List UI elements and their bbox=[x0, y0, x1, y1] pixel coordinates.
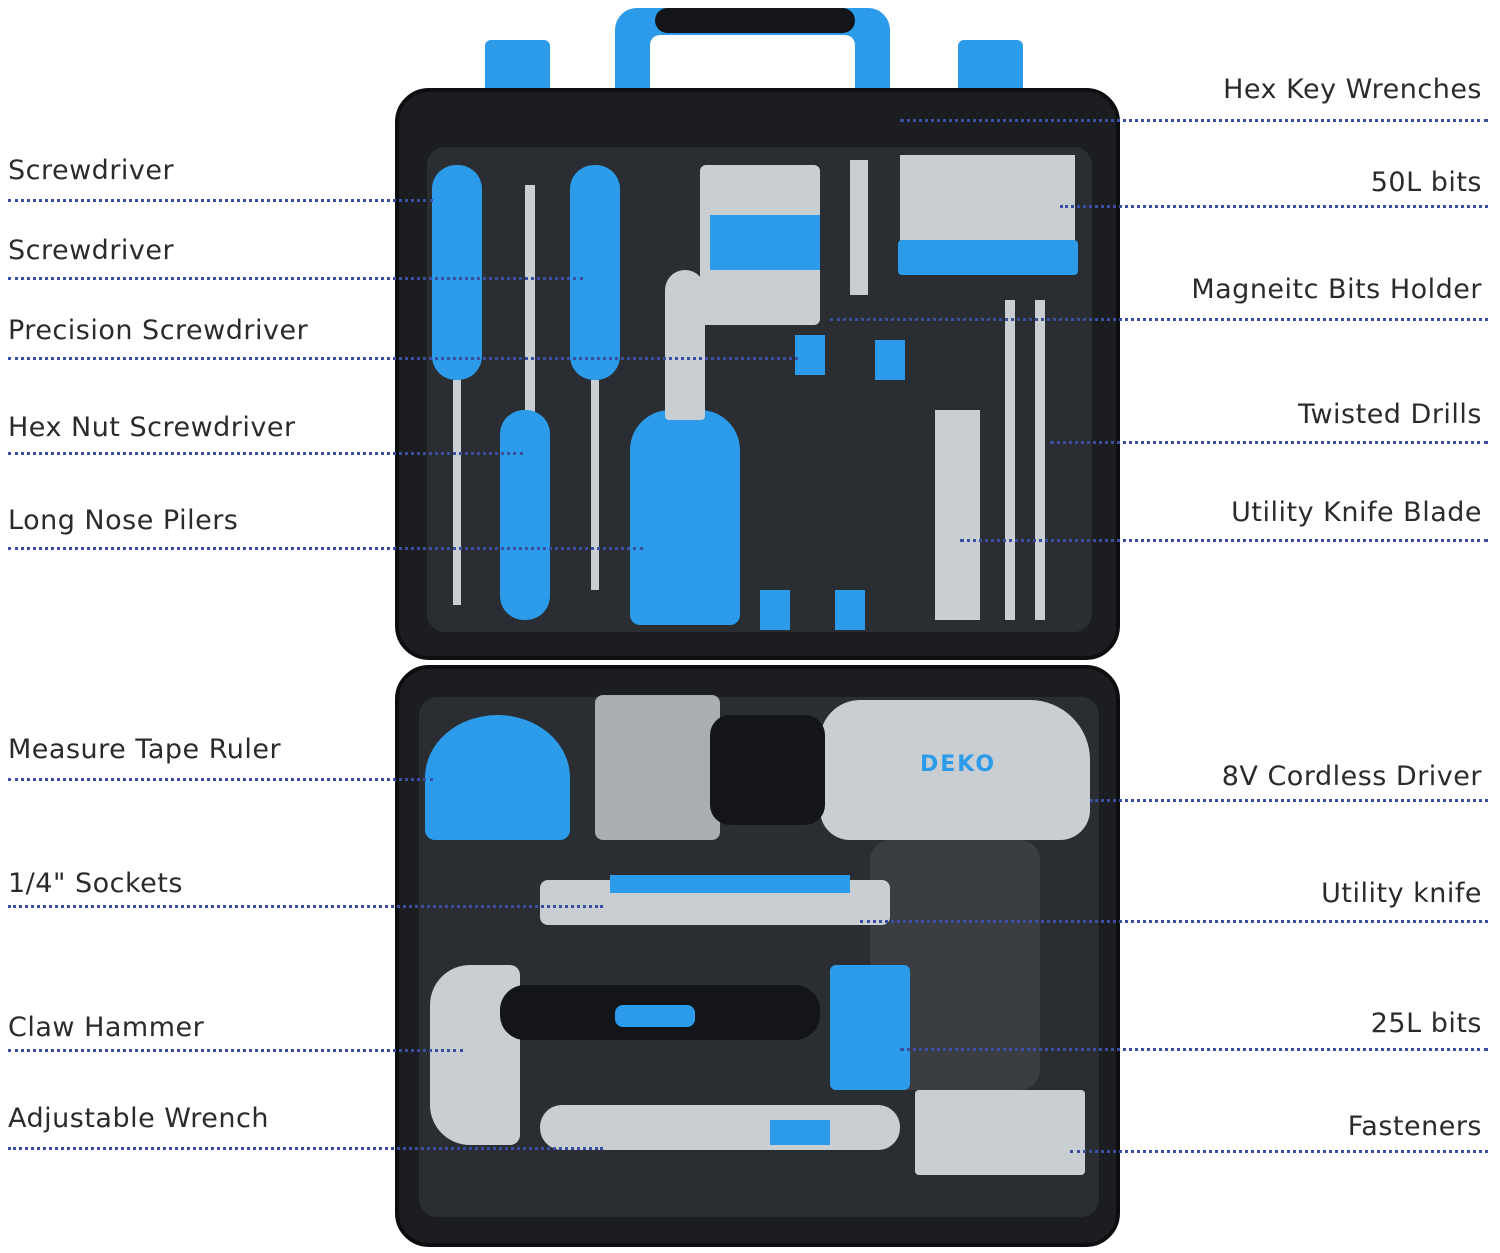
screwdriver-2 bbox=[570, 165, 620, 380]
screwdriver-1 bbox=[432, 165, 482, 380]
label-utility-knife: Utility knife bbox=[1321, 878, 1482, 909]
long-nose-pliers bbox=[630, 410, 740, 625]
utility-knife-blade bbox=[935, 410, 980, 620]
label-hex-key-wrenches: Hex Key Wrenches bbox=[1223, 74, 1482, 105]
label-cordless-driver: 8V Cordless Driver bbox=[1221, 761, 1482, 792]
sockets bbox=[595, 695, 720, 840]
label-50l-bits: 50L bits bbox=[1370, 167, 1482, 198]
twisted-drills bbox=[1005, 300, 1015, 620]
hex-nut-screwdriver bbox=[500, 410, 550, 620]
label-hex-nut-screwdriver: Hex Nut Screwdriver bbox=[8, 412, 296, 443]
cordless-driver bbox=[820, 700, 1090, 840]
label-sockets: 1/4" Sockets bbox=[8, 868, 183, 899]
label-claw-hammer: Claw Hammer bbox=[8, 1012, 205, 1043]
adjustable-wrench bbox=[540, 1105, 900, 1150]
label-utility-knife-blade: Utility Knife Blade bbox=[1231, 497, 1482, 528]
label-fasteners: Fasteners bbox=[1347, 1111, 1482, 1142]
label-measure-tape-ruler: Measure Tape Ruler bbox=[8, 734, 282, 765]
brand-logo: DEKO bbox=[920, 752, 997, 777]
label-adjustable-wrench: Adjustable Wrench bbox=[8, 1103, 269, 1134]
25l-bits bbox=[830, 965, 910, 1090]
magnetic-bits-holder bbox=[898, 240, 1078, 275]
label-precision-screwdriver: Precision Screwdriver bbox=[8, 315, 309, 346]
label-magnetic-bits-holder: Magneitc Bits Holder bbox=[1191, 274, 1482, 305]
label-screwdriver: Screwdriver bbox=[8, 155, 175, 186]
50l-bits bbox=[900, 155, 1075, 245]
label-long-nose-pliers: Long Nose Pilers bbox=[8, 505, 239, 536]
measure-tape-ruler bbox=[425, 715, 570, 840]
precision-screwdriver bbox=[525, 185, 535, 415]
label-twisted-drills: Twisted Drills bbox=[1297, 399, 1482, 430]
label-screwdriver-2: Screwdriver bbox=[8, 235, 175, 266]
fasteners bbox=[915, 1090, 1085, 1175]
label-25l-bits: 25L bits bbox=[1370, 1008, 1482, 1039]
